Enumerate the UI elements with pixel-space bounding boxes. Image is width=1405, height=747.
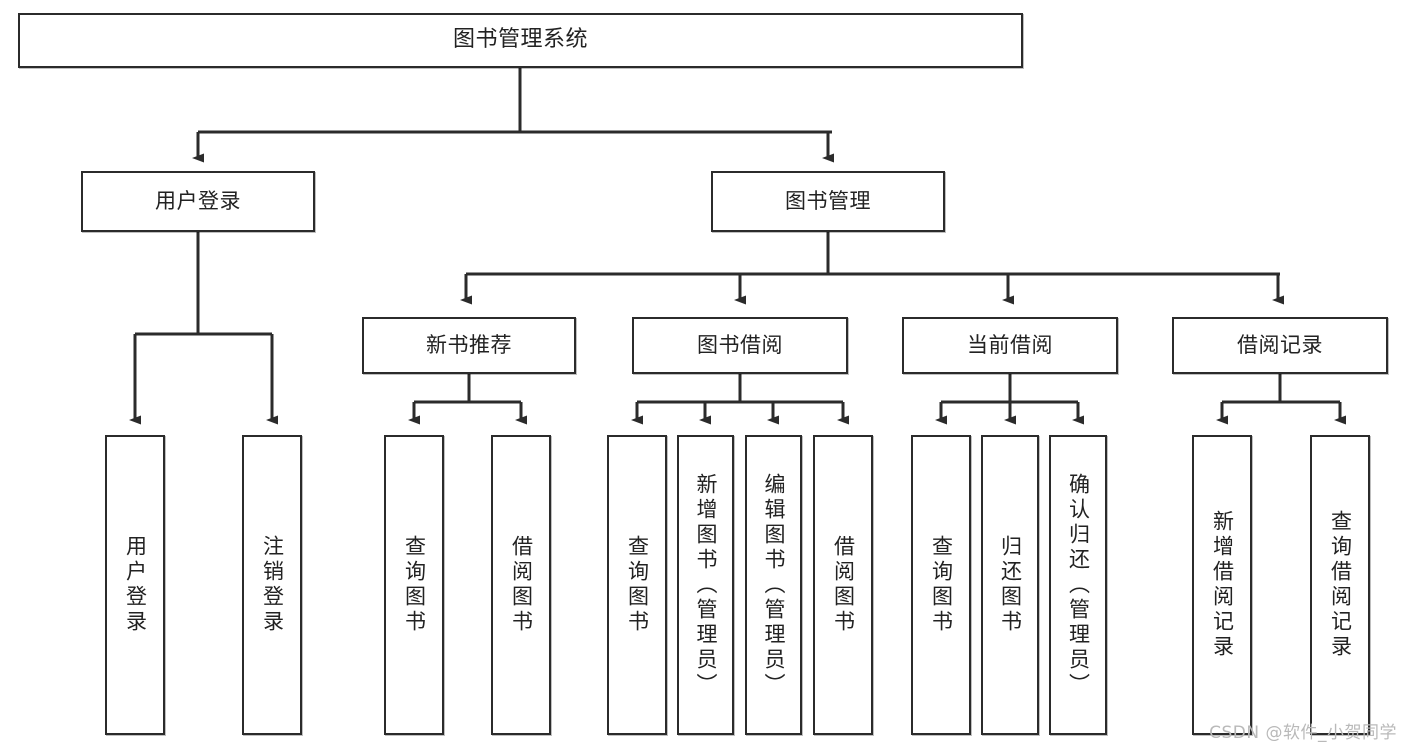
node-label: 新增图书（管理员） xyxy=(694,472,719,698)
node-label: 注销登录 xyxy=(260,535,285,635)
node-leaf-query-book-rec[interactable]: 查询图书 xyxy=(384,435,444,735)
node-leaf-query-book-current[interactable]: 查询图书 xyxy=(911,435,971,735)
node-label: 图书管理系统 xyxy=(452,27,588,53)
node-new-book-recommendation[interactable]: 新书推荐 xyxy=(362,317,576,374)
node-current-borrow[interactable]: 当前借阅 xyxy=(902,317,1118,374)
node-root-book-management-system[interactable]: 图书管理系统 xyxy=(18,13,1023,68)
node-label: 用户登录 xyxy=(155,188,241,213)
node-borrow-record[interactable]: 借阅记录 xyxy=(1172,317,1388,374)
node-label: 借阅图书 xyxy=(509,535,534,635)
node-user-login[interactable]: 用户登录 xyxy=(81,171,315,232)
node-label: 查询借阅记录 xyxy=(1328,510,1353,660)
node-leaf-borrow-book[interactable]: 借阅图书 xyxy=(813,435,873,735)
node-leaf-query-borrow-record[interactable]: 查询借阅记录 xyxy=(1310,435,1370,735)
node-leaf-add-borrow-record[interactable]: 新增借阅记录 xyxy=(1192,435,1252,735)
node-label: 当前借阅 xyxy=(967,332,1053,357)
node-label: 确认归还（管理员） xyxy=(1066,472,1091,698)
node-label: 新增借阅记录 xyxy=(1210,510,1235,660)
node-label: 归还图书 xyxy=(998,535,1023,635)
node-label: 编辑图书（管理员） xyxy=(762,472,787,698)
node-leaf-add-book-admin[interactable]: 新增图书（管理员） xyxy=(677,435,734,735)
node-leaf-logout[interactable]: 注销登录 xyxy=(242,435,302,735)
node-book-management[interactable]: 图书管理 xyxy=(711,171,945,232)
node-leaf-user-login[interactable]: 用户登录 xyxy=(105,435,165,735)
node-leaf-borrow-book-rec[interactable]: 借阅图书 xyxy=(491,435,551,735)
node-label: 用户登录 xyxy=(123,535,148,635)
node-label: 查询图书 xyxy=(929,535,954,635)
node-leaf-edit-book-admin[interactable]: 编辑图书（管理员） xyxy=(745,435,802,735)
node-leaf-confirm-return-admin[interactable]: 确认归还（管理员） xyxy=(1049,435,1107,735)
node-label: 查询图书 xyxy=(625,535,650,635)
node-label: 查询图书 xyxy=(402,535,427,635)
node-label: 图书管理 xyxy=(785,188,871,213)
node-label: 图书借阅 xyxy=(697,332,783,357)
node-leaf-return-book[interactable]: 归还图书 xyxy=(981,435,1039,735)
node-label: 借阅记录 xyxy=(1237,332,1323,357)
node-label: 新书推荐 xyxy=(426,332,512,357)
node-label: 借阅图书 xyxy=(831,535,856,635)
node-book-borrow[interactable]: 图书借阅 xyxy=(632,317,848,374)
node-leaf-query-book-borrow[interactable]: 查询图书 xyxy=(607,435,667,735)
watermark: CSDN @软件_小贺同学 xyxy=(1209,723,1397,743)
